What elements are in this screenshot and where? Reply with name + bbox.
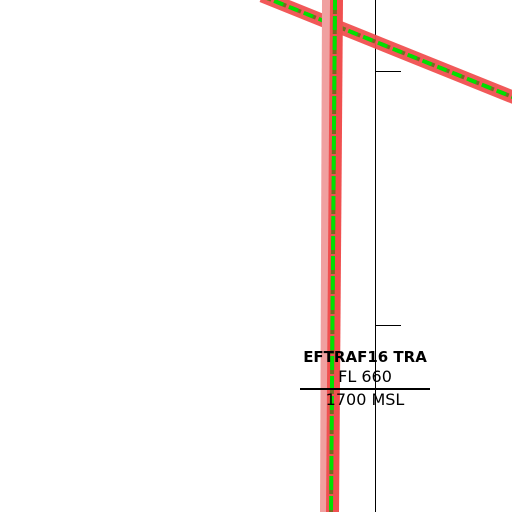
- airspace-label[interactable]: EFTRAF16 TRA FL 660 1700 MSL: [300, 348, 430, 410]
- airspace-lower-limit: 1700 MSL: [325, 390, 405, 409]
- airspace-name: EFTRAF16 TRA: [303, 348, 427, 366]
- route-diagonal[interactable]: [259, 0, 512, 104]
- airspace-upper-limit: FL 660: [300, 367, 430, 390]
- route-vertical[interactable]: [320, 0, 343, 512]
